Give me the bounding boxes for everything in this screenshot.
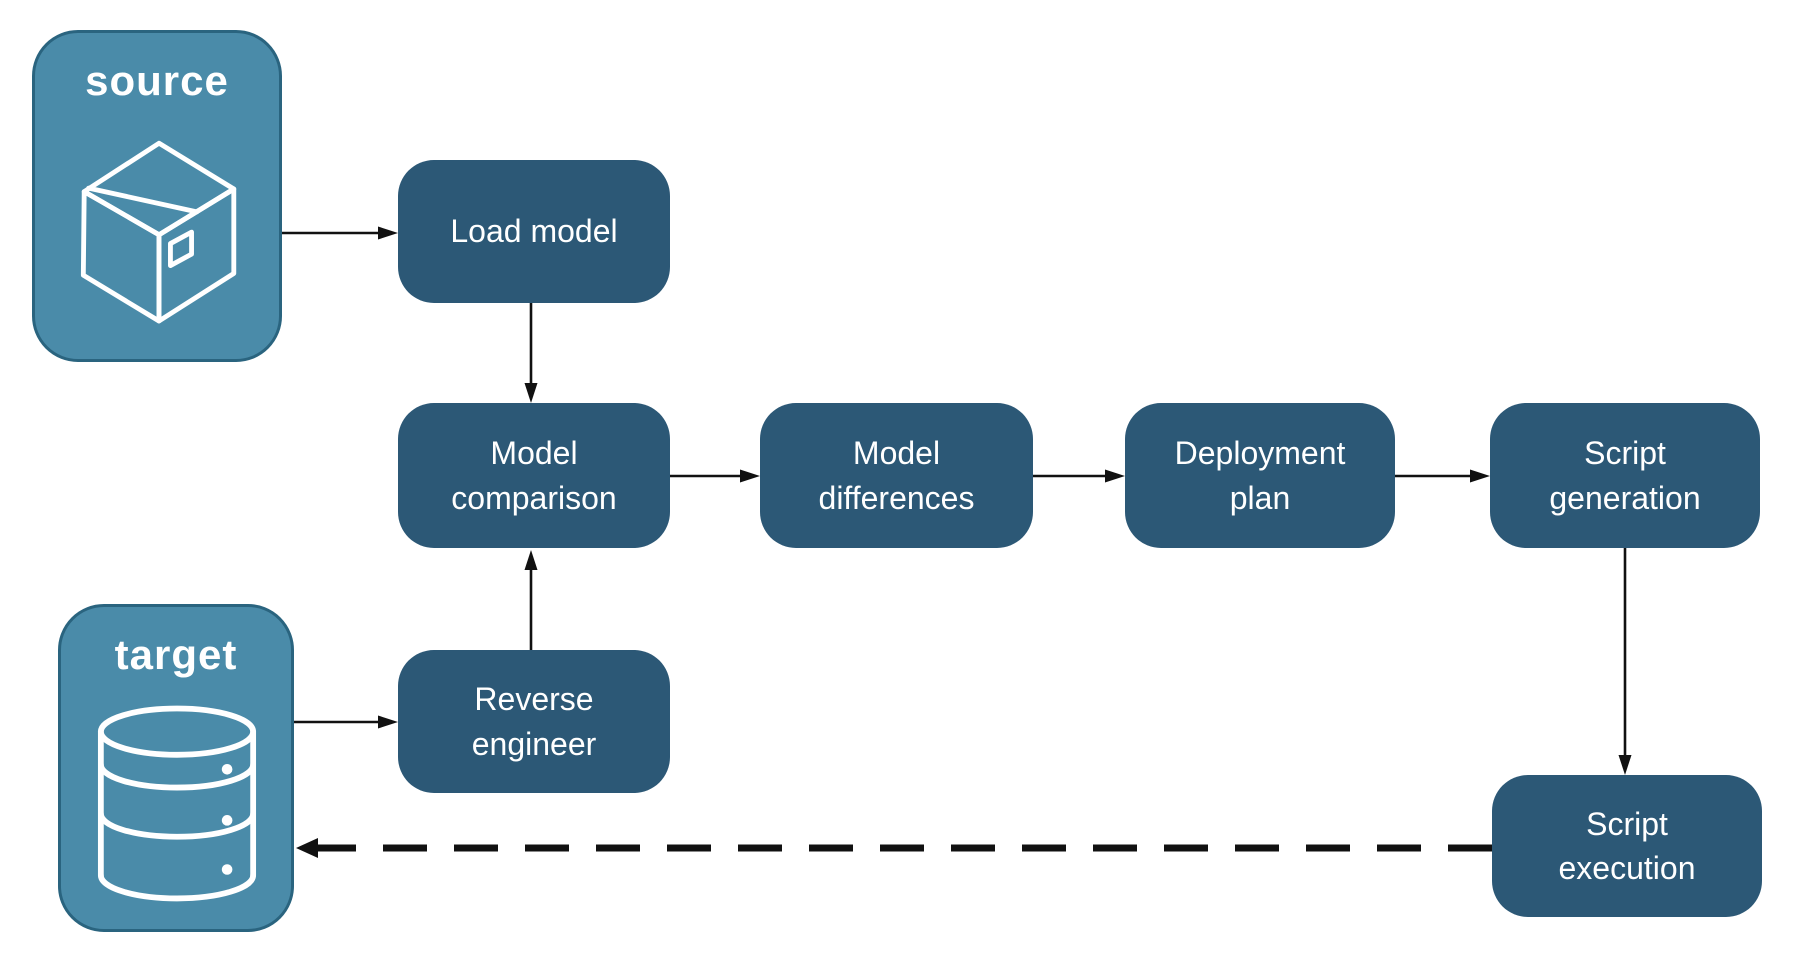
node-model-differences: Model differences <box>760 403 1033 548</box>
node-deployment-plan: Deployment plan <box>1125 403 1395 548</box>
source-label: source <box>85 57 229 104</box>
node-load-model: Load model <box>398 160 670 303</box>
target-label: target <box>114 631 238 678</box>
source-container: source <box>32 30 282 362</box>
node-script-execution: Script execution <box>1492 775 1762 917</box>
node-script-generation: Script generation <box>1490 403 1760 548</box>
node-model-comparison: Model comparison <box>398 403 670 548</box>
package-icon <box>80 140 237 324</box>
target-container: target <box>58 604 294 932</box>
node-reverse-engineer: Reverse engineer <box>398 650 670 793</box>
database-icon <box>97 705 257 902</box>
